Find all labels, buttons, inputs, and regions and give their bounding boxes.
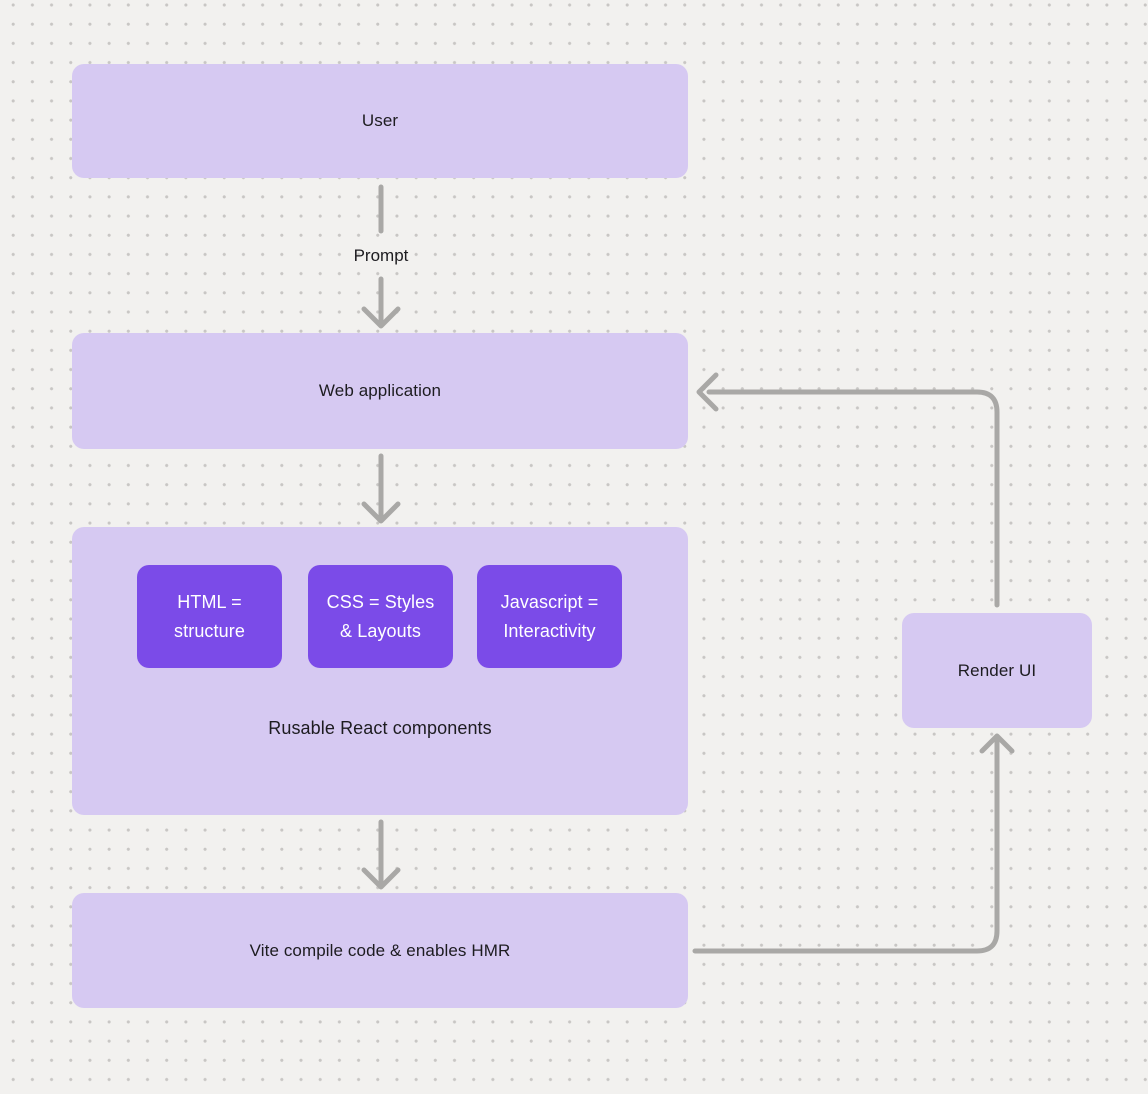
node-render-ui-label: Render UI [957, 660, 1037, 680]
node-javascript-line1: Javascript = [500, 591, 599, 612]
node-web-application: Web application [72, 333, 688, 449]
node-user-label: User [361, 111, 399, 130]
node-html-line1: HTML = [177, 591, 242, 612]
node-html: HTML = structure [137, 565, 282, 668]
edge-label-prompt: Prompt [353, 246, 409, 265]
arrowhead-down-icon [361, 501, 401, 524]
node-javascript-line2: Interactivity [503, 620, 596, 641]
node-vite: Vite compile code & enables HMR [72, 893, 688, 1008]
arrowhead-left-icon [696, 372, 719, 412]
arrow-vite-to-renderui-line [692, 739, 1000, 954]
node-css: CSS = Styles & Layouts [308, 565, 453, 668]
node-render-ui: Render UI [902, 613, 1092, 728]
node-css-line1: CSS = Styles [326, 591, 435, 612]
node-javascript: Javascript = Interactivity [477, 565, 622, 668]
node-vite-label: Vite compile code & enables HMR [249, 940, 511, 960]
arrowhead-down-icon [361, 306, 401, 329]
node-web-application-label: Web application [318, 381, 442, 400]
arrowhead-up-icon [979, 733, 1015, 754]
node-html-line2: structure [174, 620, 245, 641]
group-react-components: HTML = structure CSS = Styles & Layouts … [72, 527, 688, 815]
node-user: User [72, 64, 688, 178]
node-css-line2: & Layouts [340, 620, 421, 641]
arrowhead-down-icon [361, 867, 401, 890]
group-react-components-caption: Rusable React components [268, 718, 492, 738]
arrow-renderui-to-webapp-line [706, 389, 1000, 608]
